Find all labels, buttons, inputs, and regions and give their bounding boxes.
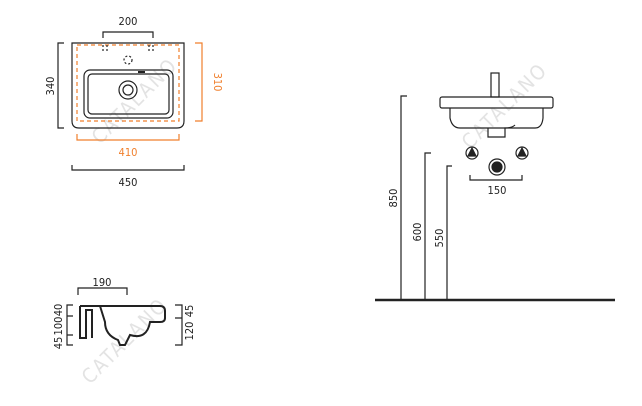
dim-200 (102, 31, 154, 38)
dim-label-340: 340 (44, 77, 57, 96)
dim-310 (195, 42, 203, 122)
watermark-top: CATALANO (87, 53, 183, 149)
dim-label-850: 850 (387, 189, 400, 208)
basin-outline (71, 42, 185, 129)
dim-label-310: 310 (211, 73, 224, 92)
basin-rim (439, 96, 554, 109)
installation-view (375, 72, 615, 302)
dim-label-190: 190 (93, 276, 112, 289)
dim-label-450: 450 (119, 176, 138, 189)
basin-bowl (449, 108, 544, 129)
dim-190 (77, 287, 128, 295)
dim-left (66, 304, 73, 346)
dim-600 (424, 152, 431, 300)
side-view (66, 287, 183, 346)
dim-label-550: 550 (433, 229, 446, 248)
dim-label-40: 40 (52, 304, 65, 317)
dim-150 (469, 175, 523, 181)
watermark-install: CATALANO (457, 58, 553, 154)
dim-340 (57, 42, 64, 129)
tap-hole-icon (123, 55, 133, 65)
dim-450 (71, 165, 185, 171)
dim-850 (400, 95, 407, 300)
dim-label-150: 150 (488, 184, 507, 197)
dim-label-410: 410 (119, 146, 138, 159)
dim-label-600: 600 (411, 223, 424, 242)
drain-inner (122, 84, 134, 96)
dim-label-200: 200 (119, 15, 138, 28)
inner-dashed-outline (76, 44, 180, 122)
watermark-side: CATALANO (77, 293, 173, 389)
drain-icon (118, 80, 138, 100)
dim-550 (446, 165, 452, 300)
dim-right (175, 304, 183, 346)
dim-label-45-right: 45 (183, 305, 196, 318)
bowl-outer (83, 69, 174, 119)
top-view (57, 31, 203, 171)
drain-outlet-icon (488, 158, 506, 176)
dim-label-100: 100 (52, 317, 65, 336)
dim-label-45-left: 45 (52, 337, 65, 350)
bowl-inner (87, 73, 170, 115)
dim-410 (76, 134, 180, 141)
dim-label-120: 120 (183, 322, 196, 341)
siphon (487, 124, 516, 138)
faucet (490, 72, 500, 98)
basin-profile (80, 305, 166, 346)
